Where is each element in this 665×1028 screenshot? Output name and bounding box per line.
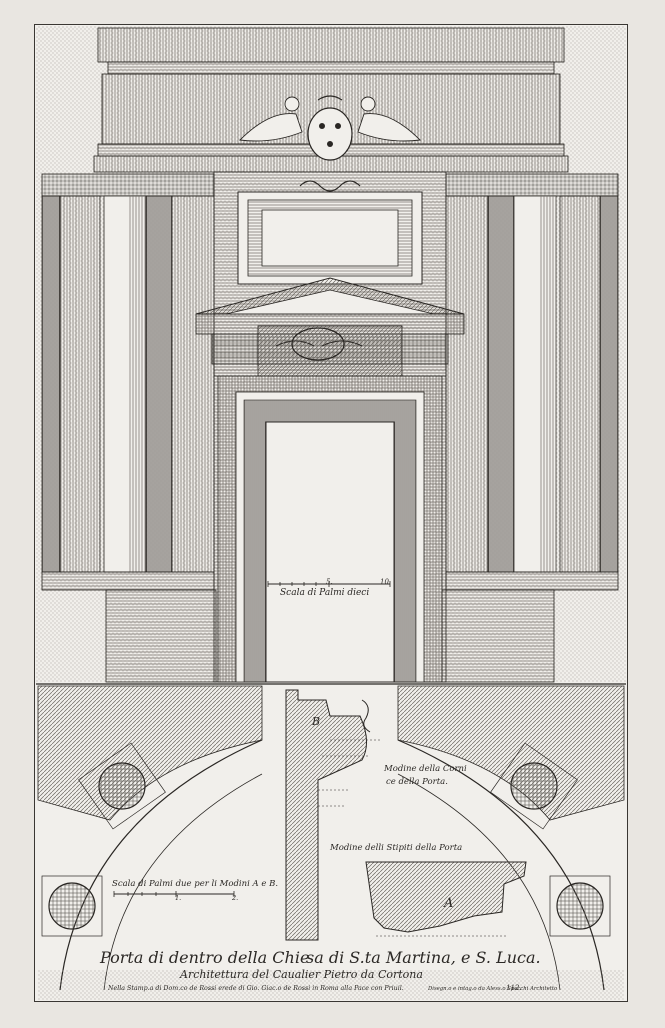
pedestal-left <box>105 589 217 683</box>
molding-profile-a <box>365 861 527 933</box>
pedestal-right <box>441 589 555 683</box>
plan-column-4 <box>556 882 604 930</box>
coat-of-arms-with-putti <box>239 95 421 161</box>
pilaster-right <box>445 195 489 573</box>
column-left-1 <box>59 195 101 573</box>
plan-column-3 <box>510 762 558 810</box>
inscription-panel <box>261 209 399 267</box>
imprint-text: Nella Stamp.a di Dom.co de Rossi erede d… <box>108 985 404 992</box>
plan-wall-right <box>397 685 625 821</box>
title-architect: Architettura del Caualier Pietro da Cort… <box>180 968 423 981</box>
capital-left <box>41 173 215 197</box>
plan-wall-left <box>37 685 263 821</box>
scale-tick-1: 1. <box>175 894 182 902</box>
molding-cornice-label-2: ce della Porta. <box>386 777 448 787</box>
scale-tick-10: 10 <box>380 578 389 586</box>
scale-label-elevation: Scala di Palmi dieci <box>280 588 370 598</box>
plan-column-2 <box>48 882 96 930</box>
plate-number: 112. <box>506 984 522 992</box>
pilaster-left <box>171 195 215 573</box>
engraver-credit: Disegn.o e intag.o da Aless.o Specchi Ar… <box>428 986 558 992</box>
scale-tick-2: 2. <box>232 894 239 902</box>
elevation <box>36 26 626 683</box>
laurel-wreath <box>291 327 345 361</box>
scale-label-detail: Scala di Palmi due per li Modini A e B. <box>112 879 279 889</box>
door-opening <box>265 421 395 683</box>
plan-column-1 <box>98 762 146 810</box>
ground-plan <box>36 683 626 1000</box>
profile-letter-a: A <box>444 896 454 911</box>
molding-cornice-label-1: Modine della Corni <box>384 764 467 774</box>
title-line1-left: Porta di dentro della Chie <box>100 948 310 967</box>
molding-jambs-label: Modine delli Stipiti della Porta <box>330 843 463 853</box>
column-right-2 <box>559 195 601 573</box>
capital-right <box>445 173 619 197</box>
scale-tick-5: 5. <box>326 578 333 586</box>
attic-top <box>97 27 565 63</box>
profile-letter-b: B <box>312 715 321 728</box>
molding-profile-b <box>285 689 367 941</box>
title-line1-right: sa di S.ta Martina, e S. Luca. <box>306 948 541 967</box>
